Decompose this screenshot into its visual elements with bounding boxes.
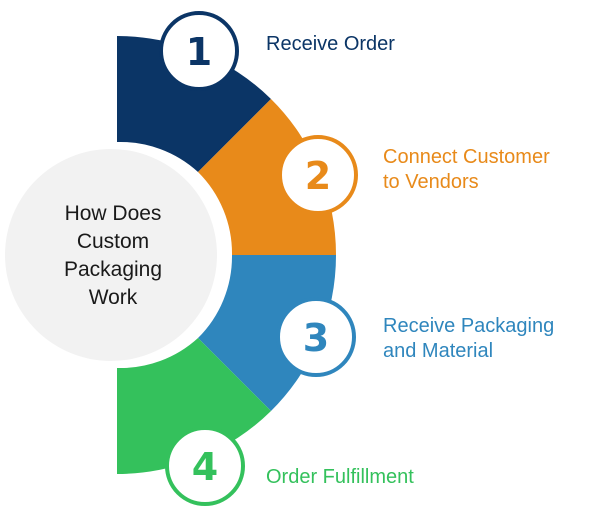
- step-number-3: 3: [303, 316, 329, 360]
- center-title-line: Packaging: [64, 258, 162, 281]
- step-number-2: 2: [305, 154, 331, 198]
- center-circle: [5, 149, 217, 361]
- number-badges: 1 2 3 4: [159, 11, 358, 506]
- badge-step-4: 4: [165, 426, 245, 506]
- center-title-line: Work: [89, 286, 138, 309]
- badge-step-1: 1: [159, 11, 239, 91]
- step-label-1: Receive Order: [266, 33, 395, 55]
- badge-circle-4: [165, 426, 245, 506]
- badge-circle-2: [278, 135, 358, 215]
- step-number-1: 1: [186, 30, 212, 74]
- step-label-2: Connect Customer to Vendors: [383, 146, 550, 193]
- badge-step-3: 3: [276, 297, 356, 377]
- step-label-4: Order Fulfillment: [266, 466, 414, 488]
- center-title-line: Custom: [77, 230, 149, 253]
- step-number-4: 4: [192, 445, 218, 489]
- badge-circle-1: [159, 11, 239, 91]
- step-label-3: Receive Packaging and Material: [383, 315, 555, 362]
- badge-step-2: 2: [278, 135, 358, 215]
- center-title-line: How Does: [65, 202, 162, 225]
- badge-circle-3: [276, 297, 356, 377]
- segment-step-2: [198, 99, 337, 255]
